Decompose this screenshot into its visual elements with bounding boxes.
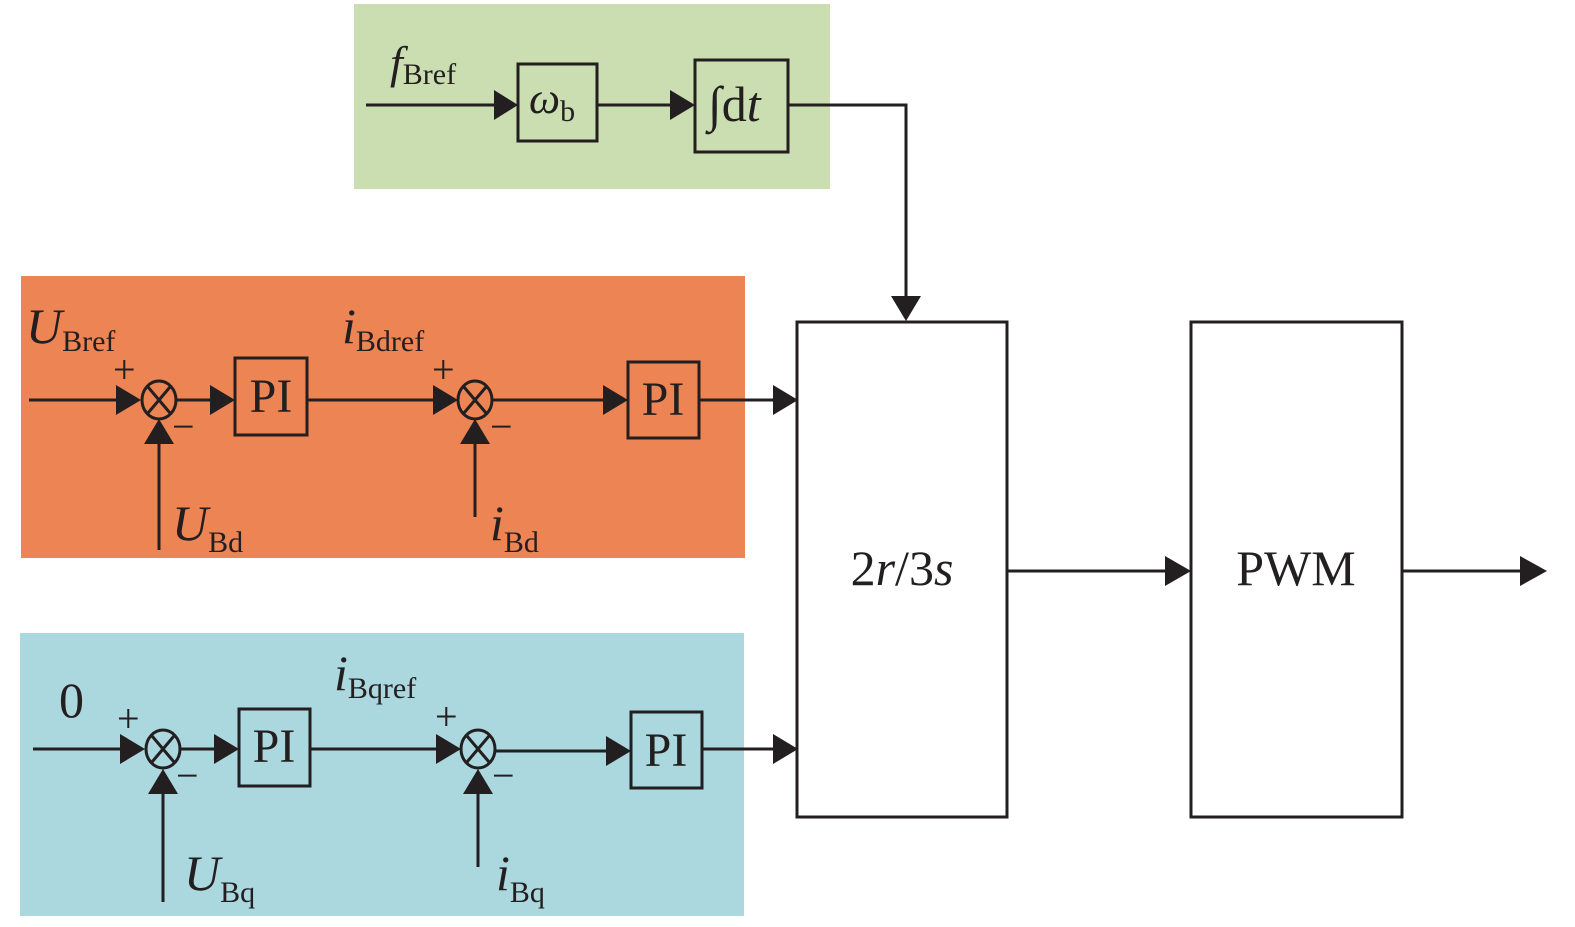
zero-ref-label: 0 bbox=[59, 672, 84, 728]
arrow-head bbox=[433, 385, 458, 415]
minus-sign: − bbox=[490, 404, 513, 449]
frequency-loop: fBref ωb ∫dt bbox=[366, 37, 921, 321]
plus-sign: + bbox=[435, 694, 458, 739]
ubref-label: UBref bbox=[26, 298, 115, 358]
pi-label: PI bbox=[253, 720, 296, 773]
omega-b-label: ωb bbox=[529, 74, 575, 128]
pi-label: PI bbox=[642, 373, 685, 426]
arrow-head bbox=[494, 90, 518, 120]
q-axis-loop: 0 + − UBq PI iBqref + − bbox=[33, 645, 798, 909]
arrow-head bbox=[1520, 556, 1547, 586]
pi-label: PI bbox=[645, 724, 688, 777]
transform-label: 2r/3s bbox=[851, 540, 954, 596]
ibqref-label: iBqref bbox=[334, 645, 416, 705]
arrow-head bbox=[463, 769, 493, 794]
pi-label: PI bbox=[250, 370, 293, 423]
q-axis-panel bbox=[20, 633, 744, 916]
arrow-head bbox=[144, 419, 174, 444]
theta-output-line bbox=[788, 103, 908, 298]
arrow-head bbox=[1165, 556, 1191, 586]
pi-controller-1 bbox=[233, 356, 309, 437]
pwm-label: PWM bbox=[1236, 540, 1355, 596]
frequency-loop-panel bbox=[354, 4, 830, 189]
plus-sign: + bbox=[113, 347, 136, 392]
fbref-label: fBref bbox=[390, 37, 456, 91]
ibq-label: iBq bbox=[496, 845, 545, 909]
arrow-head bbox=[214, 734, 239, 764]
arrow-head bbox=[460, 419, 490, 444]
coordinate-transform-block bbox=[795, 320, 1009, 819]
arrow-head bbox=[606, 736, 631, 766]
ubd-label: UBd bbox=[172, 495, 243, 559]
d-axis-loop: UBref + − UBd PI iBdref + − bbox=[26, 298, 798, 559]
arrow-head bbox=[210, 385, 235, 415]
arrow-head bbox=[148, 769, 178, 794]
summing-junction-4 bbox=[459, 728, 497, 770]
plus-sign: + bbox=[117, 696, 140, 741]
ubq-label: UBq bbox=[184, 845, 255, 909]
integrator-label: ∫dt bbox=[705, 76, 762, 135]
arrow-head bbox=[670, 90, 695, 120]
minus-sign: − bbox=[176, 753, 199, 798]
minus-sign: − bbox=[492, 753, 515, 798]
minus-sign: − bbox=[172, 404, 195, 449]
arrow-head bbox=[436, 734, 461, 764]
arrow-head bbox=[116, 385, 141, 415]
pwm-block bbox=[1189, 320, 1404, 819]
arrow-head bbox=[891, 296, 921, 321]
plus-sign: + bbox=[432, 347, 455, 392]
ibd-label: iBd bbox=[490, 495, 539, 559]
omega-b-gain-block bbox=[516, 62, 599, 143]
ibdref-label: iBdref bbox=[342, 298, 424, 358]
arrow-head bbox=[773, 385, 798, 415]
d-axis-panel bbox=[21, 276, 745, 558]
arrow-head bbox=[603, 385, 628, 415]
arrow-head bbox=[773, 734, 798, 764]
arrow-head bbox=[120, 734, 145, 764]
